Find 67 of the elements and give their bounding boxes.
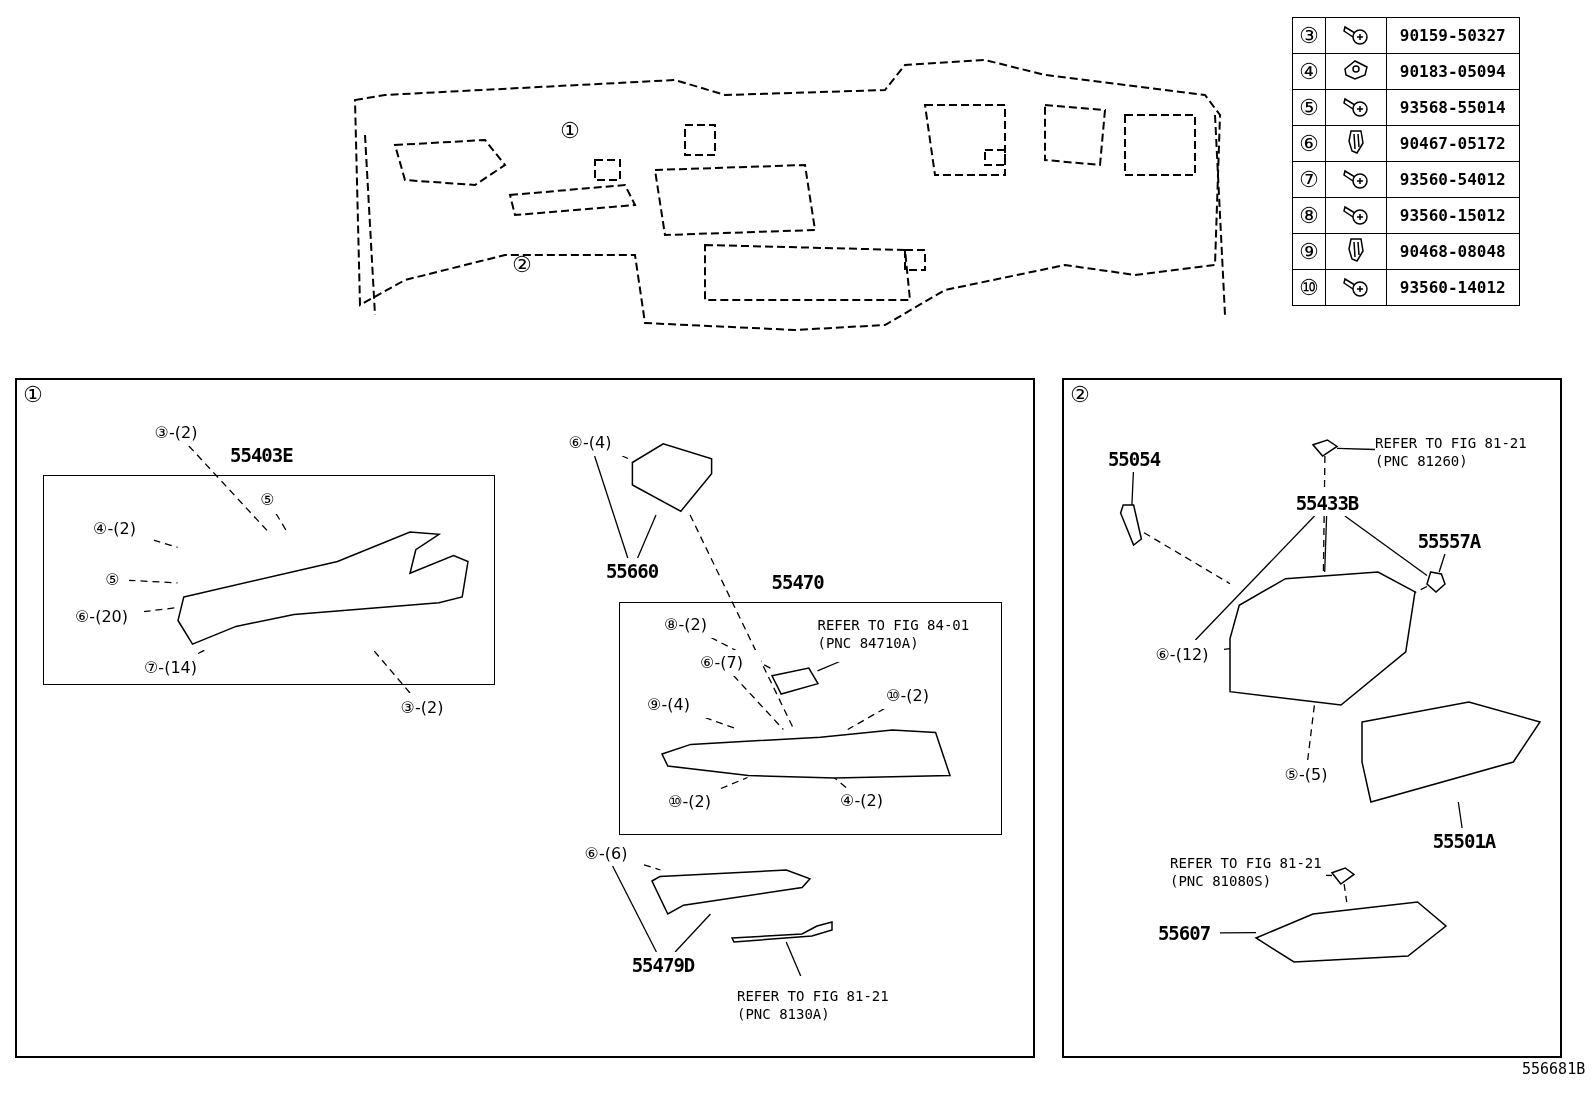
leader-line [197, 648, 207, 655]
leader-line [1219, 931, 1257, 934]
leader-line [1307, 704, 1316, 761]
leader-line [127, 579, 179, 584]
detail-panel [15, 378, 1035, 1058]
leader-line [1325, 874, 1333, 877]
callout-number: ③ [1292, 17, 1326, 54]
part-number: 93560-15012 [1386, 197, 1520, 234]
detail-panel [1062, 378, 1562, 1058]
leader-line [816, 660, 841, 672]
callout-number: ④ [1292, 53, 1326, 90]
part-number: 93560-14012 [1386, 269, 1520, 306]
part-number: 93560-54012 [1386, 161, 1520, 198]
leader-line [1131, 471, 1135, 506]
leader-line [621, 455, 629, 460]
callout-number: ⑨ [1292, 233, 1326, 270]
leader-line [1194, 515, 1316, 641]
leader-line [1143, 532, 1231, 585]
leader-line [152, 539, 179, 548]
leader-line [275, 512, 288, 533]
trim-panel-drawing [652, 870, 810, 914]
leader-line [593, 455, 629, 559]
part-number: 90467-05172 [1386, 125, 1520, 162]
callout-number: ② [1070, 382, 1090, 407]
bulb-drawing [1313, 440, 1337, 456]
garnish-drawing [661, 729, 950, 778]
callout-number: ⑦ [1292, 161, 1326, 198]
leader-line [1322, 455, 1326, 573]
callout-number: ⑥ [1292, 125, 1326, 162]
leader-line [833, 776, 847, 789]
callout-number: ① [560, 118, 580, 143]
clip-drawing [1427, 572, 1445, 592]
leader-line [1344, 515, 1428, 577]
leader-line [1336, 447, 1376, 451]
leader-line [372, 648, 411, 694]
leader-line [1457, 801, 1463, 829]
part-number: 90159-50327 [1386, 17, 1520, 54]
drawing-number: 556681B [1522, 1060, 1586, 1078]
leader-line [636, 514, 657, 559]
leader-line [188, 445, 269, 533]
leader-line [847, 707, 886, 731]
glove-box-door-drawing [1362, 702, 1540, 802]
leader-line [1324, 515, 1328, 573]
callout-number: ⑧ [1292, 197, 1326, 234]
cushion-drawing [1118, 505, 1144, 545]
part-number: 93568-55014 [1386, 89, 1520, 126]
light-strip-drawing [732, 922, 832, 942]
bulb-drawing [1332, 868, 1354, 884]
leader-line [732, 674, 784, 731]
leader-line [643, 864, 662, 871]
callout-number: ⑤ [1292, 89, 1326, 126]
leader-line [1223, 648, 1231, 651]
leader-line [611, 865, 658, 953]
part-number: 90183-05094 [1386, 53, 1520, 90]
callout-number: ① [23, 382, 43, 407]
leader-line [720, 776, 749, 790]
leader-line [1438, 553, 1446, 573]
switch-drawing [771, 667, 818, 694]
leader-line [785, 941, 802, 977]
leader-line [710, 636, 773, 670]
leader-line [1343, 883, 1348, 903]
part-number: 90468-08048 [1386, 233, 1520, 270]
leader-line [674, 913, 712, 953]
glove-box-housing-drawing [1230, 572, 1415, 705]
callout-number: ② [512, 252, 532, 277]
lower-panel-drawing [1256, 902, 1446, 962]
callout-number: ⑩ [1292, 269, 1326, 306]
